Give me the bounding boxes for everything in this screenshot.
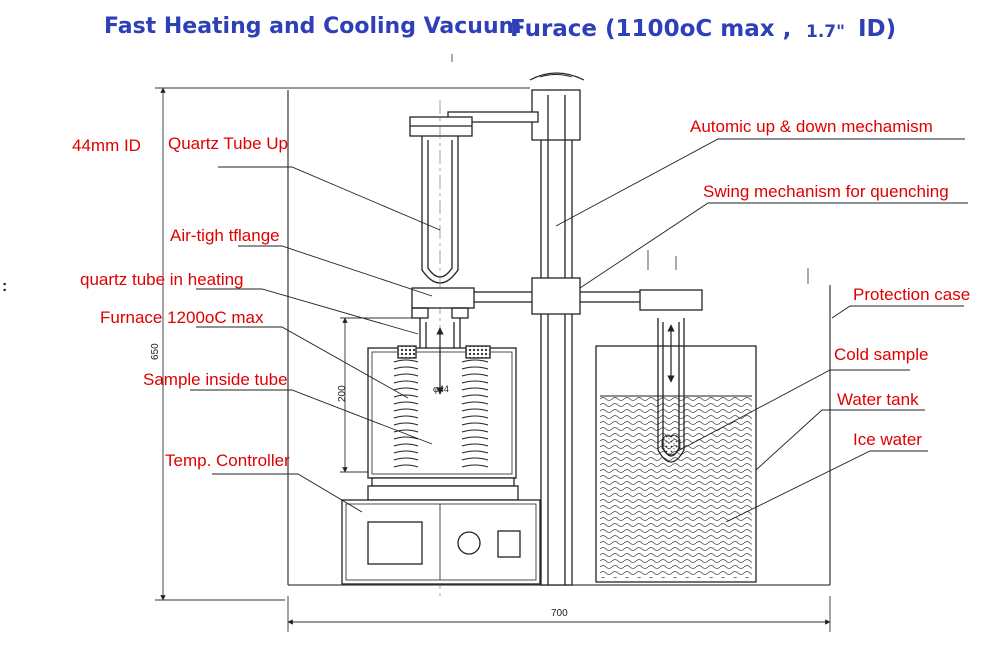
dimension-tube-diameter: φ44 [433, 384, 449, 394]
dimension-height: 650 [150, 343, 161, 360]
heating-coil-left [393, 359, 419, 468]
coil-fin [461, 450, 489, 454]
furnace-body [367, 345, 519, 504]
label-cold-sample: Cold sample [834, 345, 929, 364]
label-protection-case: Protection case [853, 285, 971, 304]
coil-fin [393, 401, 419, 405]
coil-fin [461, 464, 489, 468]
coil-fin [393, 408, 419, 412]
label-tube-id: 44mm ID [72, 136, 141, 155]
coil-fin [461, 359, 489, 363]
coil-fin [461, 373, 489, 377]
label-temp-controller: Temp. Controller [165, 451, 290, 470]
label-airtight-flange: Air-tigh tflange [170, 226, 280, 245]
coil-fin [393, 380, 419, 384]
coil-fin [393, 429, 419, 433]
coil-fin [393, 457, 419, 461]
furnace-dimension [340, 317, 415, 473]
coil-fin [461, 436, 489, 440]
coil-fin [461, 422, 489, 426]
coil-fin [461, 415, 489, 419]
label-quartz-tube-up: Quartz Tube Up [168, 134, 289, 153]
center-ticks [451, 54, 809, 284]
label-ice-water: Ice water [853, 430, 922, 449]
coil-fin [461, 380, 489, 384]
label-auto-updown: Automic up & down mechamism [690, 117, 933, 136]
coil-fin [461, 429, 489, 433]
dimension-furnace-height: 200 [337, 385, 348, 402]
water-tank [595, 318, 757, 583]
coil-fin [393, 422, 419, 426]
title-part-1: Fast Heating and Cooling Vacuum [104, 14, 522, 39]
dimension-width: 700 [551, 608, 568, 619]
label-water-tank: Water tank [837, 390, 919, 409]
coil-fin [393, 436, 419, 440]
coil-fin [393, 415, 419, 419]
controller-box [341, 499, 541, 585]
label-swing: Swing mechanism for quenching [703, 182, 949, 201]
coil-fin [461, 366, 489, 370]
coil-fin [393, 450, 419, 454]
coil-fin [393, 387, 419, 391]
coil-fin [461, 408, 489, 412]
coil-fin [461, 394, 489, 398]
upper-arm [409, 111, 539, 137]
label-furnace: Furnace 1200oC max [100, 308, 264, 327]
title-part-2: Furace (1100oC max , [510, 16, 792, 42]
heating-coil-right [461, 359, 489, 468]
leader-lines [190, 138, 968, 523]
coil-fin [393, 464, 419, 468]
swing-arm [411, 277, 703, 315]
coil-fin [393, 443, 419, 447]
title-part-3: 1.7" [806, 22, 845, 42]
coil-fin [393, 373, 419, 377]
coil-fin [393, 394, 419, 398]
coil-fin [461, 401, 489, 405]
label-quartz-tube-heating: quartz tube in heating [80, 270, 244, 289]
label-sample-inside: Sample inside tube [143, 370, 288, 389]
height-dimension [155, 87, 530, 601]
coil-fin [461, 457, 489, 461]
support-column [529, 72, 585, 586]
coil-fin [393, 366, 419, 370]
title-part-4: ID) [858, 16, 897, 42]
width-dimension [287, 596, 831, 632]
side-mark: : [2, 278, 8, 295]
motion-arrows [436, 324, 675, 395]
coil-fin [461, 443, 489, 447]
coil-fin [393, 359, 419, 363]
coil-fin [461, 387, 489, 391]
